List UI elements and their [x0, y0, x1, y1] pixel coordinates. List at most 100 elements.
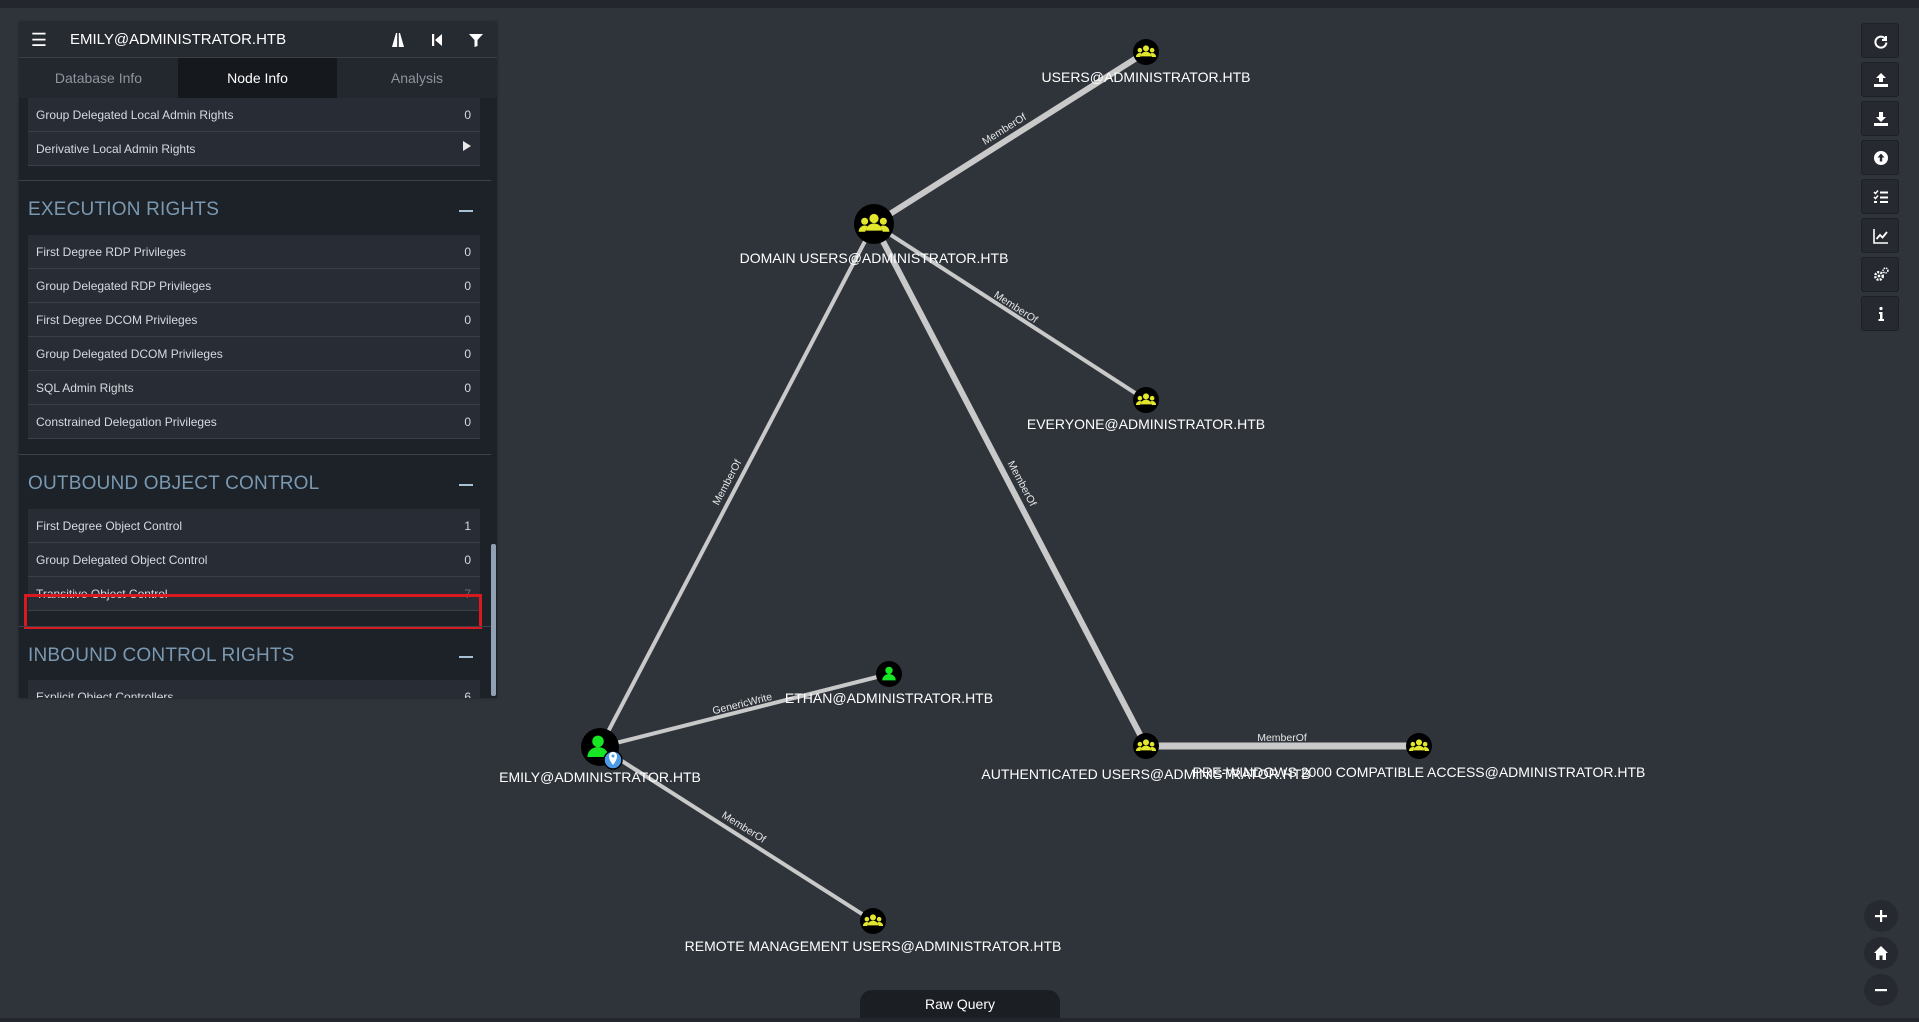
panel-header: ☰ EMILY@ADMINISTRATOR.HTB [19, 22, 497, 58]
panel-content[interactable]: Group Delegated Local Admin Rights 0 Der… [19, 98, 497, 698]
section-divider [19, 180, 491, 181]
row-derivative-local-admin-rights[interactable]: Derivative Local Admin Rights [28, 132, 480, 166]
pathfinding-icon[interactable] [388, 30, 408, 50]
section-title-execution-rights: EXECUTION RIGHTS [28, 199, 220, 220]
section-title-outbound-object-control: OUTBOUND OBJECT CONTROL [28, 473, 320, 494]
upload-icon [1874, 73, 1888, 87]
edge-emily-du[interactable]: MemberOf [598, 223, 876, 748]
row-label: First Degree RDP Privileges [36, 245, 186, 259]
row-label: Group Delegated DCOM Privileges [36, 347, 223, 361]
edge-label: MemberOf [1257, 732, 1307, 744]
row-first-degree-dcom-privileges[interactable]: First Degree DCOM Privileges 0 [28, 303, 480, 337]
edge-label: MemberOf [992, 289, 1040, 326]
node-label: REMOTE MANAGEMENT USERS@ADMINISTRATOR.HT… [685, 938, 1062, 954]
row-label: Group Delegated RDP Privileges [36, 279, 212, 293]
row-group-delegated-object-control[interactable]: Group Delegated Object Control 0 [28, 543, 480, 577]
row-label: Group Delegated Object Control [36, 553, 208, 567]
row-sql-admin-rights[interactable]: SQL Admin Rights 0 [28, 371, 480, 405]
row-group-delegated-dcom-privileges[interactable]: Group Delegated DCOM Privileges 0 [28, 337, 480, 371]
row-value: 0 [464, 381, 471, 395]
row-value: 0 [464, 313, 471, 327]
row-label: Constrained Delegation Privileges [36, 415, 217, 429]
row-value: 0 [464, 415, 471, 429]
raw-query-button[interactable]: Raw Query [860, 990, 1060, 1022]
node-label: DOMAIN USERS@ADMINISTRATOR.HTB [740, 250, 1009, 266]
node-title: EMILY@ADMINISTRATOR.HTB [70, 31, 287, 48]
panel-tabs: Database Info Node Info Analysis [19, 58, 497, 98]
row-group-delegated-rdp-privileges[interactable]: Group Delegated RDP Privileges 0 [28, 269, 480, 303]
upload-button[interactable] [1861, 62, 1899, 97]
info-button[interactable] [1861, 296, 1899, 331]
row-value: 6 [464, 690, 471, 698]
row-label: Group Delegated Local Admin Rights [36, 108, 234, 122]
owned-marker-icon [603, 750, 623, 770]
node-label: AUTHENTICATED USERS@ADMINISTRATOR.HTB [981, 766, 1310, 782]
refresh-icon [1874, 35, 1888, 49]
node-label: PRE-WINDOWS 2000 COMPATIBLE ACCESS@ADMIN… [1193, 764, 1646, 780]
row-constrained-delegation-privileges[interactable]: Constrained Delegation Privileges 0 [28, 405, 480, 439]
collapse-inbound-control-rights-icon[interactable] [459, 656, 473, 658]
query-list-icon [1873, 190, 1888, 203]
download-icon [1874, 112, 1888, 126]
node-domain-users[interactable]: DOMAIN USERS@ADMINISTRATOR.HTB [740, 204, 1009, 266]
row-value: 7 [464, 587, 471, 601]
row-first-degree-object-control[interactable]: First Degree Object Control 1 [28, 509, 480, 543]
play-icon[interactable] [461, 139, 473, 153]
zoom-out-icon [1875, 989, 1887, 992]
row-label: SQL Admin Rights [36, 381, 134, 395]
section-divider [19, 454, 491, 455]
edge-authenticated-pre-windows[interactable]: MemberOf [1146, 732, 1419, 750]
refresh-button[interactable] [1861, 23, 1899, 58]
filter-icon[interactable] [466, 30, 486, 50]
home-button[interactable] [1864, 937, 1898, 969]
node-info-panel: ☰ EMILY@ADMINISTRATOR.HTB Database Info … [19, 22, 497, 698]
zoom-in-icon [1875, 910, 1887, 922]
window-top-bar [0, 0, 1919, 8]
row-group-delegated-local-admin-rights[interactable]: Group Delegated Local Admin Rights 0 [28, 98, 480, 132]
node-label: EVERYONE@ADMINISTRATOR.HTB [1027, 416, 1265, 432]
node-everyone[interactable]: EVERYONE@ADMINISTRATOR.HTB [1027, 387, 1265, 432]
row-value: 0 [464, 347, 471, 361]
row-value: 0 [464, 108, 471, 122]
back-icon[interactable] [427, 30, 447, 50]
node-authenticated-users[interactable]: AUTHENTICATED USERS@ADMINISTRATOR.HTB [981, 733, 1311, 782]
node-emily[interactable]: EMILY@ADMINISTRATOR.HTB [499, 728, 701, 785]
home-icon [1874, 946, 1888, 960]
query-list-button[interactable] [1861, 179, 1899, 214]
settings-button[interactable] [1861, 257, 1899, 292]
row-label: Transitive Object Control [36, 587, 168, 601]
row-explicit-object-controllers[interactable]: Explicit Object Controllers 6 [28, 680, 480, 698]
section-divider [19, 626, 491, 627]
settings-icon [1874, 267, 1889, 281]
info-icon [1878, 306, 1884, 321]
node-ethan[interactable]: ETHAN@ADMINISTRATOR.HTB [785, 661, 993, 706]
row-transitive-object-control[interactable]: Transitive Object Control 7 [28, 577, 480, 611]
node-users[interactable]: USERS@ADMINISTRATOR.HTB [1042, 39, 1251, 85]
collapse-outbound-object-control-icon[interactable] [459, 484, 473, 486]
row-label: First Degree DCOM Privileges [36, 313, 198, 327]
edge-label: GenericWrite [711, 691, 773, 717]
row-value: 0 [464, 553, 471, 567]
node-label: ETHAN@ADMINISTRATOR.HTB [785, 690, 993, 706]
menu-icon[interactable]: ☰ [30, 30, 48, 50]
window-bottom-bar [0, 1018, 1919, 1022]
node-label: EMILY@ADMINISTRATOR.HTB [499, 769, 701, 785]
zoom-in-button[interactable] [1864, 900, 1898, 932]
row-first-degree-rdp-privileges[interactable]: First Degree RDP Privileges 0 [28, 235, 480, 269]
import-button[interactable] [1861, 140, 1899, 175]
row-value: 0 [464, 245, 471, 259]
node-remote-management-users[interactable]: REMOTE MANAGEMENT USERS@ADMINISTRATOR.HT… [685, 908, 1062, 954]
collapse-execution-rights-icon[interactable] [459, 210, 473, 212]
tab-analysis[interactable]: Analysis [390, 70, 444, 86]
download-button[interactable] [1861, 101, 1899, 136]
chart-button[interactable] [1861, 218, 1899, 253]
panel-scrollbar[interactable] [491, 544, 496, 696]
tab-database-info[interactable]: Database Info [54, 70, 143, 86]
node-pre-windows-2000[interactable]: PRE-WINDOWS 2000 COMPATIBLE ACCESS@ADMIN… [1193, 733, 1646, 780]
tab-node-info[interactable]: Node Info [178, 58, 337, 98]
zoom-out-button[interactable] [1864, 974, 1898, 1006]
edge-emily-ethan[interactable]: GenericWrite [599, 672, 890, 749]
row-label: First Degree Object Control [36, 519, 183, 533]
row-value: 0 [464, 279, 471, 293]
